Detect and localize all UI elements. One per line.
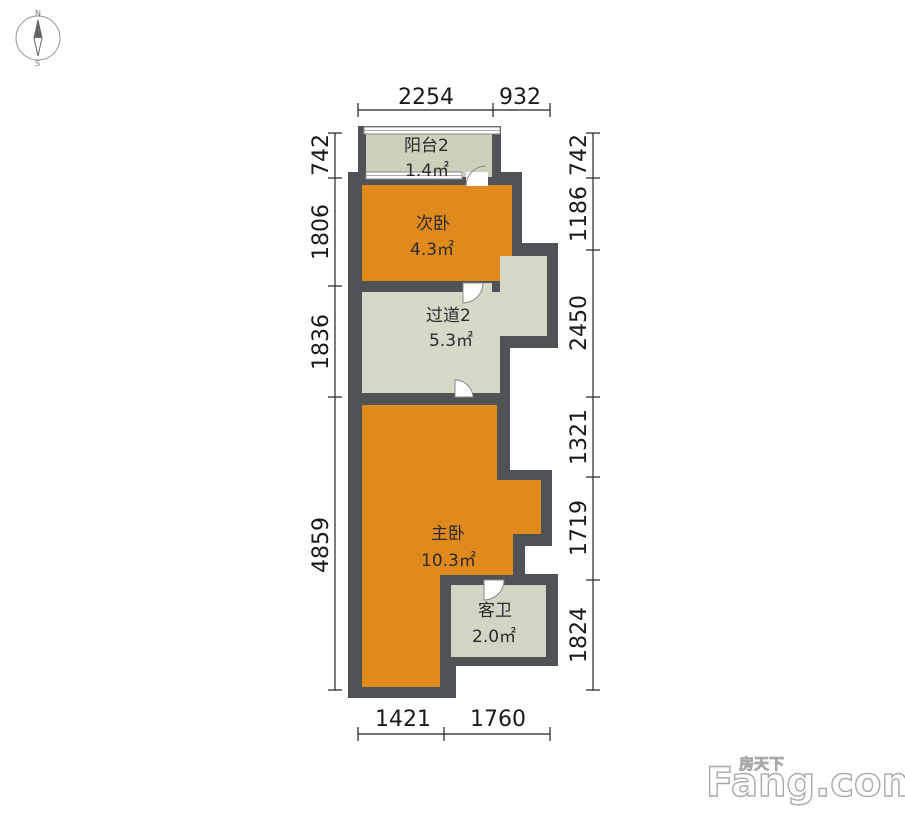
balcony-area: 1.4㎡ — [405, 161, 449, 181]
master-bedroom-room: 主卧 10.3㎡ — [362, 405, 541, 687]
dim-bottom-1: 1421 — [375, 707, 431, 732]
balcony-name: 阳台2 — [404, 136, 449, 156]
master-bedroom-area: 10.3㎡ — [421, 551, 476, 571]
master-bedroom-name: 主卧 — [431, 524, 465, 544]
dim-right-6: 1824 — [567, 607, 592, 663]
dimension-lines — [328, 103, 600, 741]
dim-left-1: 742 — [309, 134, 334, 176]
corridor-room: 过道2 5.3㎡ — [362, 256, 547, 398]
dim-left-4: 4859 — [309, 517, 334, 573]
corridor-name: 过道2 — [426, 306, 471, 326]
dim-top-1: 2254 — [398, 85, 454, 110]
dim-top-2: 932 — [499, 85, 541, 110]
dim-right-4: 1321 — [567, 409, 592, 465]
corridor-area: 5.3㎡ — [429, 331, 473, 351]
brand-watermark: Fang.com 房天下 — [705, 755, 905, 807]
guest-bath-room: 客卫 2.0㎡ — [451, 579, 546, 657]
second-bedroom-area: 4.3㎡ — [410, 240, 454, 260]
balcony-room: 阳台2 1.4㎡ — [363, 126, 501, 181]
brand-logo-text: Fang.com — [706, 760, 905, 806]
compass-south-label: S — [35, 59, 40, 68]
dim-right-3: 2450 — [567, 295, 592, 351]
guest-bath-name: 客卫 — [478, 601, 512, 621]
second-bedroom-name: 次卧 — [416, 214, 450, 234]
dim-bottom-2: 1760 — [470, 707, 526, 732]
dim-right-1: 742 — [567, 134, 592, 176]
guest-bath-area: 2.0㎡ — [472, 627, 516, 647]
dim-left-2: 1806 — [309, 204, 334, 260]
brand-logo-cn: 房天下 — [739, 755, 784, 773]
dim-right-5: 1719 — [567, 500, 592, 556]
dim-right-2: 1186 — [567, 186, 592, 242]
second-bedroom-room: 次卧 4.3㎡ — [362, 165, 512, 281]
compass-icon: N S — [15, 9, 61, 68]
dim-left-3: 1836 — [309, 314, 334, 370]
compass-north-label: N — [35, 9, 41, 18]
